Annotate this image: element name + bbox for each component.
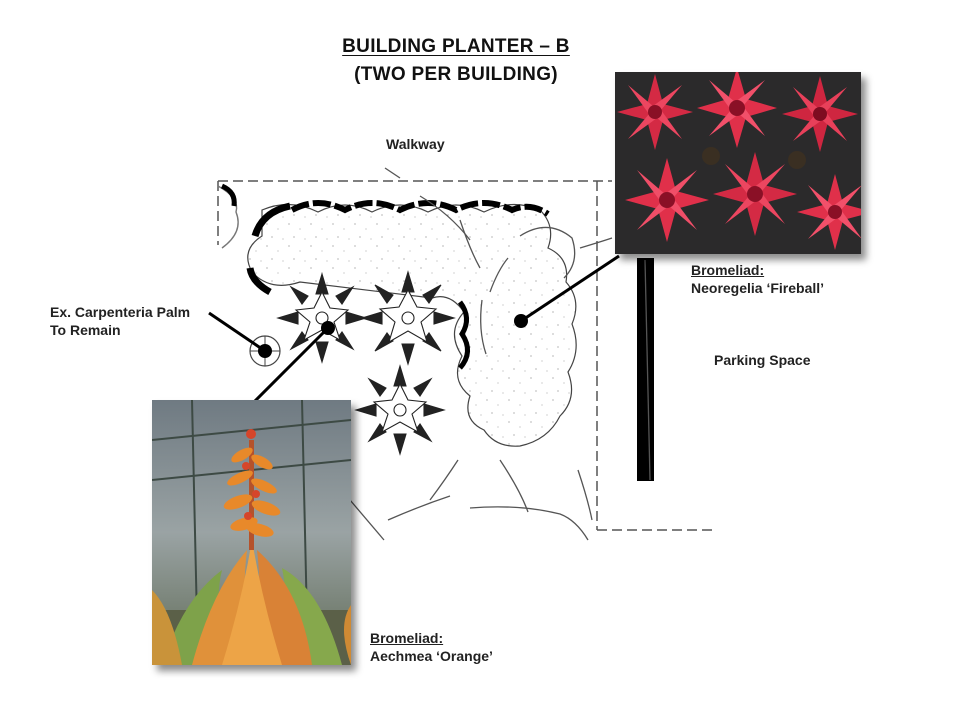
parking-curb xyxy=(637,258,654,481)
aechmea-marker-dot xyxy=(321,321,335,335)
ground-arcs xyxy=(349,167,651,541)
fireball-rosettes xyxy=(617,72,861,250)
groundcover-mass xyxy=(217,183,577,447)
fireball-callout-name: Neoregelia ‘Fireball’ xyxy=(691,280,825,296)
palm-callout-line1: Ex. Carpenteria Palm xyxy=(50,304,191,320)
orange-callout-heading: Bromeliad: xyxy=(370,630,444,646)
palm-callout-line2: To Remain xyxy=(50,322,121,338)
plan-subtitle: (TWO PER BUILDING) xyxy=(354,64,558,85)
plan-title: BUILDING PLANTER – B xyxy=(342,36,570,57)
walkway-label: Walkway xyxy=(386,136,445,152)
planter-boundary xyxy=(217,180,712,531)
fireball-callout-heading: Bromeliad: xyxy=(691,262,765,278)
aechmea-foliage xyxy=(152,540,351,665)
fireball-marker-dot xyxy=(514,314,528,328)
fireball-callout: Bromeliad: Neoregelia ‘Fireball’ xyxy=(691,261,824,297)
leader-lines xyxy=(208,254,620,406)
palm-marker-dot xyxy=(258,344,272,358)
parking-space-label: Parking Space xyxy=(714,352,811,368)
leader-dots xyxy=(258,314,528,358)
aechmea-flower-spike xyxy=(223,429,281,550)
fireball-bromeliad-photo xyxy=(615,72,861,254)
orange-callout: Bromeliad: Aechmea ‘Orange’ xyxy=(370,629,493,665)
orange-callout-name: Aechmea ‘Orange’ xyxy=(370,648,493,664)
aechmea-bromeliad-photo xyxy=(152,400,351,665)
palm-callout: Ex. Carpenteria Palm To Remain xyxy=(50,303,190,339)
